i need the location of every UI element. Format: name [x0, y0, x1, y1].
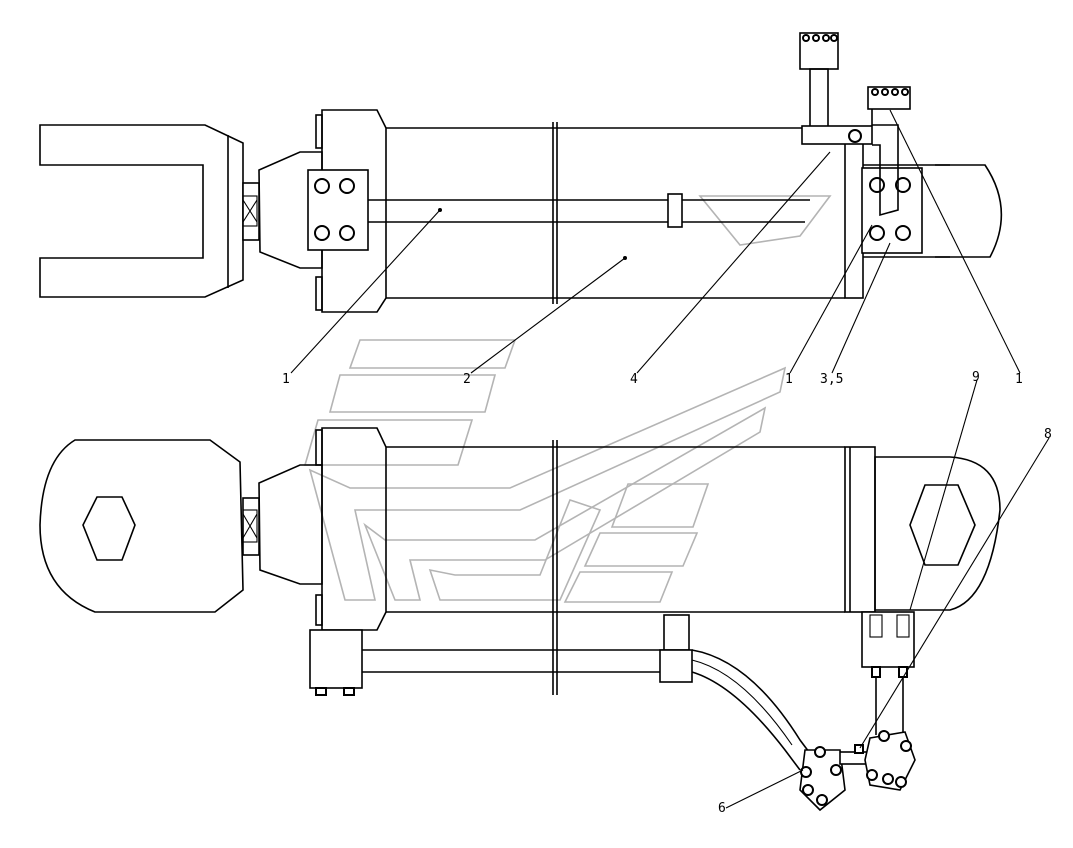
callout-9: 9	[972, 370, 980, 385]
callout-2-barrel: 2	[463, 372, 471, 387]
callout-3-5: 3,5	[820, 372, 843, 387]
clevis-fork	[39, 124, 244, 298]
callout-4-pipe: 4	[630, 372, 638, 387]
bottom-view	[39, 427, 1001, 812]
rod-eye	[39, 439, 244, 613]
callout-6: 6	[718, 801, 726, 816]
callouts: 1 2 4 1 3,5 1 9 8 6	[282, 370, 1052, 816]
top-view	[39, 32, 1003, 313]
leader-lines	[290, 109, 1050, 809]
watermark-logo	[303, 195, 832, 603]
callout-8: 8	[1044, 427, 1052, 442]
callout-1-block: 1	[785, 372, 793, 387]
callout-1-port: 1	[1015, 372, 1023, 387]
callout-1-rod: 1	[282, 372, 290, 387]
